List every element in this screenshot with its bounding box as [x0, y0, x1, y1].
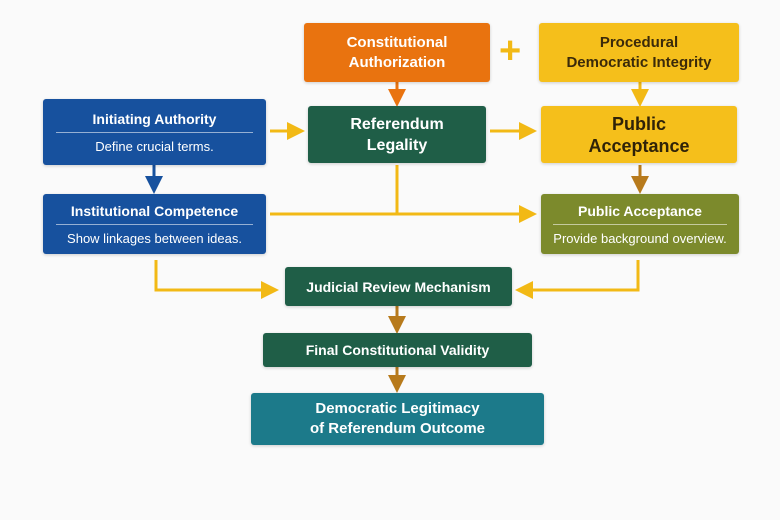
node-line: Public: [611, 113, 666, 134]
institutional-competence-node: Institutional Competence Show linkages b…: [43, 194, 266, 254]
democratic-legitimacy-node: Democratic Legitimacy of Referendum Outc…: [251, 393, 544, 445]
procedural-integrity-node: Procedural Democratic Integrity: [539, 23, 739, 82]
node-subtitle: Define crucial terms.: [95, 138, 214, 154]
node-line: Democratic Integrity: [566, 53, 712, 71]
node-line: Referendum: [350, 115, 444, 133]
node-line: of Referendum Outcome: [309, 420, 486, 437]
node-line: Acceptance: [588, 135, 690, 156]
plus-icon: +: [499, 30, 522, 72]
node-subtitle: Provide background overview.: [553, 230, 727, 246]
node-line: Democratic Legitimacy: [315, 400, 480, 417]
node-title: Public Acceptance: [552, 203, 728, 225]
node-line: Constitutional: [346, 33, 448, 51]
public-acceptance-node: Public Acceptance: [541, 106, 737, 163]
initiating-authority-node: Initiating Authority Define crucial term…: [43, 99, 266, 165]
node-label: Judicial Review Mechanism: [306, 278, 491, 295]
node-label: Final Constitutional Validity: [305, 342, 490, 358]
referendum-legality-node: Referendum Legality: [308, 106, 486, 163]
node-title: Institutional Competence: [56, 203, 253, 225]
arrow-detail-to-judicial: [515, 260, 640, 299]
node-line: Procedural: [599, 33, 679, 51]
arrow-competence-to-judicial: [154, 260, 279, 299]
judicial-review-node: Judicial Review Mechanism: [285, 267, 512, 306]
public-acceptance-detail-node: Public Acceptance Provide background ove…: [541, 194, 739, 254]
node-title: Initiating Authority: [56, 111, 253, 133]
constitutional-authorization-node: Constitutional Authorization: [304, 23, 490, 82]
node-subtitle: Show linkages between ideas.: [67, 230, 242, 246]
node-line: Authorization: [348, 53, 446, 71]
final-validity-node: Final Constitutional Validity: [263, 333, 532, 367]
node-line: Legality: [366, 136, 428, 154]
